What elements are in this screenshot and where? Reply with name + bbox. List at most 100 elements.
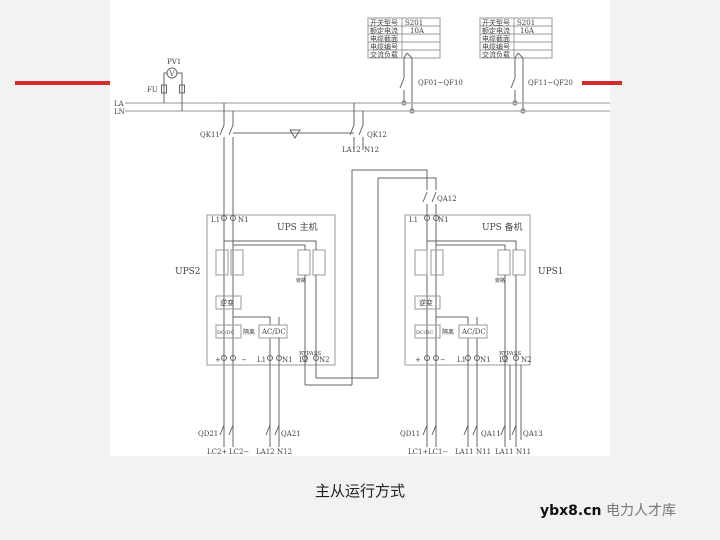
svg-text:LA12: LA12 [256,448,275,456]
terminal [465,355,471,361]
svg-text:旁路: 旁路 [495,277,505,284]
output-switch-pole [265,424,271,447]
svg-text:DC/DC: DC/DC [416,330,434,336]
output-switch-pole [472,424,478,447]
terminal [267,355,273,361]
svg-text:交流负载: 交流负载 [482,50,510,59]
watermark-name: 电力人才库 [605,503,676,519]
svg-text:电缆编号: 电缆编号 [370,42,398,51]
svg-text:开关型号: 开关型号 [482,18,510,27]
bypass-loop [351,169,437,385]
svg-text:QD21: QD21 [198,430,218,438]
svg-text:L1: L1 [211,216,220,224]
svg-text:10A: 10A [410,27,425,35]
svg-text:BYPASS: BYPASS [499,351,521,357]
svg-text:交流负载: 交流负载 [370,50,398,59]
terminal [513,355,519,361]
svg-text:隔离: 隔离 [243,328,255,336]
svg-text:N12: N12 [364,146,379,154]
svg-text:L1: L1 [257,356,266,364]
svg-text:V: V [169,70,176,78]
svg-text:+: + [215,356,221,364]
svg-text:隔离: 隔离 [442,328,454,336]
output-switch-pole [500,424,506,447]
svg-text:FU: FU [147,86,158,94]
output-switch-pole [431,424,437,447]
diagram-canvas [110,0,610,456]
svg-text:L1: L1 [457,356,466,364]
svg-text:QA21: QA21 [281,430,301,438]
svg-text:AC/DC: AC/DC [261,328,286,336]
svg-text:N1: N1 [238,216,249,224]
svg-text:电缆编号: 电缆编号 [482,42,510,51]
terminal [221,215,227,221]
svg-text:QF11~QF20: QF11~QF20 [528,79,573,87]
svg-text:LC1−: LC1− [428,448,448,456]
output-switch-pole [228,424,234,447]
svg-text:QK12: QK12 [367,131,387,139]
bus-la-label: LA [114,100,125,108]
svg-text:UPS 备机: UPS 备机 [482,221,523,233]
svg-text:BYPASS: BYPASS [299,351,321,357]
svg-text:逆变: 逆变 [419,298,433,307]
svg-text:+: + [415,356,421,364]
svg-text:LC1+: LC1+ [408,448,428,456]
switch-qa12: QA12 [422,191,457,440]
watermark: ybx8.cn 电力人才库 [540,500,676,520]
voltmeter: V PV1 FU [147,58,185,111]
svg-text:QD11: QD11 [400,430,420,438]
svg-text:电缆截面: 电缆截面 [482,34,510,43]
svg-text:N2: N2 [319,356,330,364]
svg-text:−: − [440,356,446,364]
output-switch-pole [511,424,517,447]
terminal [313,355,319,361]
svg-text:旁路: 旁路 [296,277,306,284]
svg-text:QK11: QK11 [200,131,220,139]
terminal [474,355,480,361]
svg-text:QA12: QA12 [437,195,457,203]
svg-text:N2: N2 [521,356,532,364]
switch-qk12: QK12 LA12 N12 [342,103,387,154]
svg-text:额定电流: 额定电流 [482,26,510,35]
output-switch-pole [422,424,428,447]
svg-text:QA13: QA13 [523,430,543,438]
svg-text:开关型号: 开关型号 [370,18,398,27]
terminal [433,355,439,361]
terminal [433,215,439,221]
svg-text:LC2+: LC2+ [207,448,227,456]
svg-text:LA12: LA12 [342,146,361,154]
terminal [502,355,508,361]
svg-text:16A: 16A [520,27,535,35]
feeder-1: QF01~QF10 [399,52,463,114]
svg-text:N12: N12 [277,448,292,456]
svg-text:L1: L1 [409,216,418,224]
svg-text:UPS1: UPS1 [538,267,564,277]
switch-qk11: QK11 [200,103,354,440]
output-switch-pole [463,424,469,447]
output-switch-pole [219,424,225,447]
bus-ln-label: LN [114,108,125,116]
svg-text:N11: N11 [476,448,491,456]
svg-text:UPS 主机: UPS 主机 [277,221,318,233]
svg-text:N1: N1 [480,356,491,364]
diagram-caption: 主从运行方式 [314,482,405,500]
svg-text:S201: S201 [517,19,535,27]
svg-text:AC/DC: AC/DC [461,328,486,336]
svg-text:N11: N11 [516,448,531,456]
svg-text:电缆截面: 电缆截面 [370,34,398,43]
terminal [424,215,430,221]
svg-text:QA11: QA11 [481,430,501,438]
terminal [230,355,236,361]
terminal [424,355,430,361]
svg-text:LA11: LA11 [495,448,514,456]
terminal [276,355,282,361]
svg-text:UPS2: UPS2 [175,267,201,277]
output-switch-pole [274,424,280,447]
terminal [230,215,236,221]
svg-text:N1: N1 [438,216,449,224]
terminal [221,355,227,361]
